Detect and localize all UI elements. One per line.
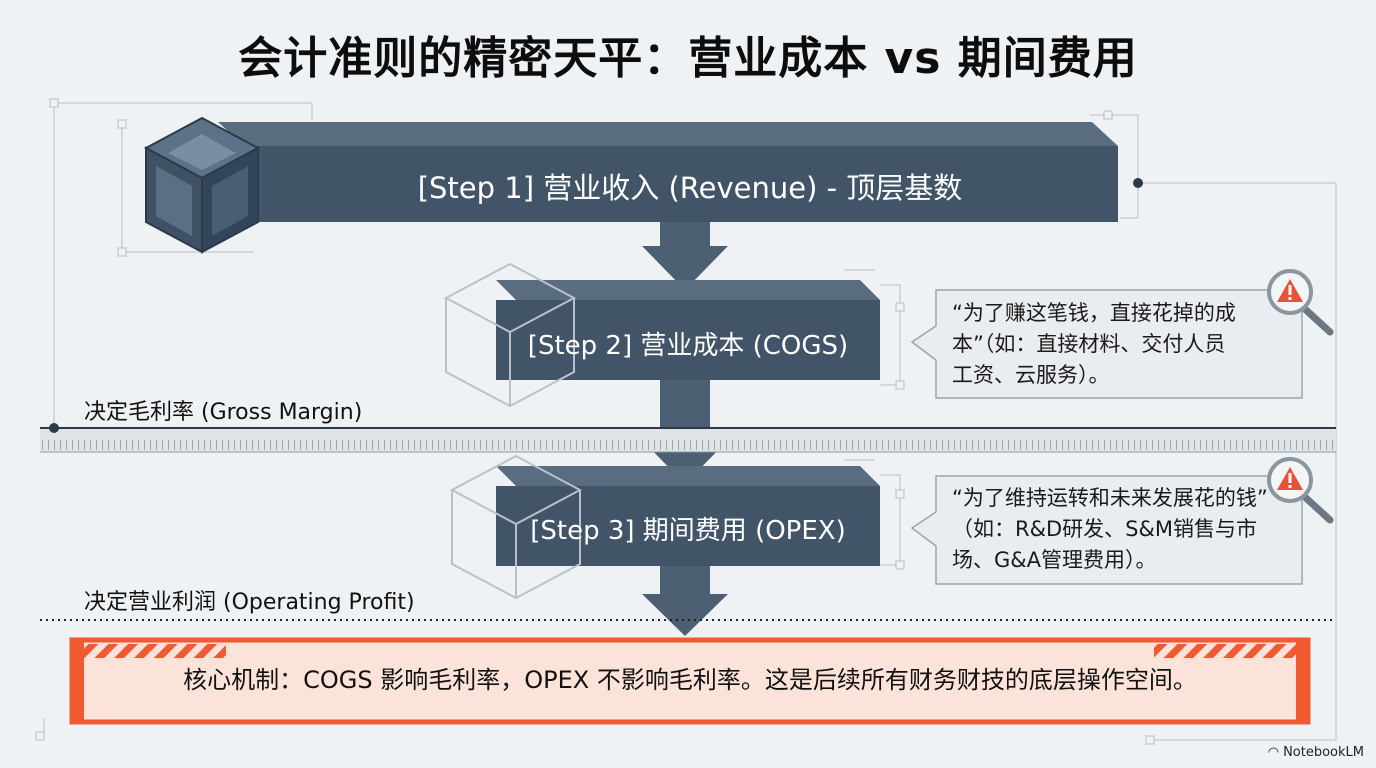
gross-margin-label: 决定毛利率 (Gross Margin): [84, 400, 363, 425]
callout-cogs-text: “为了赚这笔钱，直接花掉的成 本”（如：直接材料、交付人员 工资、云服务）。: [952, 298, 1282, 391]
core-mechanism-text: 核心机制：COGS 影响毛利率，OPEX 不影响毛利率。这是后续所有财务财技的底…: [183, 666, 1197, 694]
flow-arrows: [642, 218, 728, 636]
brand-watermark: ◠ NotebookLM: [1268, 745, 1364, 760]
callout-line: “为了维持运转和未来发展花的钱”: [952, 486, 1268, 510]
callout-line: 工资、云服务）。: [952, 363, 1110, 387]
arrow-step1-to-step2: [642, 218, 728, 290]
arrow-step3-to-core: [642, 566, 728, 636]
step3-label: [Step 3] 期间费用 (OPEX): [530, 516, 846, 546]
callout-line: 本”（如：直接材料、交付人员: [952, 332, 1226, 356]
step3-bar: [496, 466, 880, 566]
step1-bar: [218, 122, 1118, 222]
cube-icon: [143, 116, 261, 254]
notebooklm-logo-icon: ◠: [1267, 745, 1280, 760]
warning-magnifier-icon: [1267, 269, 1334, 336]
step1-connector-dot: [1133, 178, 1143, 188]
operating-profit-label: 决定营业利润 (Operating Profit): [84, 590, 415, 615]
step2-bar: [496, 280, 880, 380]
step1-label: [Step 1] 营业收入 (Revenue) - 顶层基数: [417, 171, 963, 205]
callout-line: （如：R&D研发、S&M销售与市: [952, 517, 1257, 541]
cube-outline-icon: [449, 454, 583, 600]
warning-magnifier-icon: [1267, 457, 1334, 524]
step2-label: [Step 2] 营业成本 (COGS): [527, 331, 849, 361]
cube-outline-icon: [443, 262, 577, 408]
guide-lines: [35, 98, 1337, 745]
core-mechanism-box: [69, 637, 1311, 725]
brand-name: NotebookLM: [1283, 745, 1364, 760]
page-title: 会计准则的精密天平：营业成本 vs 期间费用: [238, 33, 1138, 84]
callout-line: “为了赚这笔钱，直接花掉的成: [952, 301, 1236, 325]
callout-opex-text: “为了维持运转和未来发展花的钱” （如：R&D研发、S&M销售与市 场、G&A管…: [952, 483, 1292, 576]
callout-line: 场、G&A管理费用）。: [952, 548, 1157, 572]
gross-margin-ruler: [40, 423, 1336, 453]
